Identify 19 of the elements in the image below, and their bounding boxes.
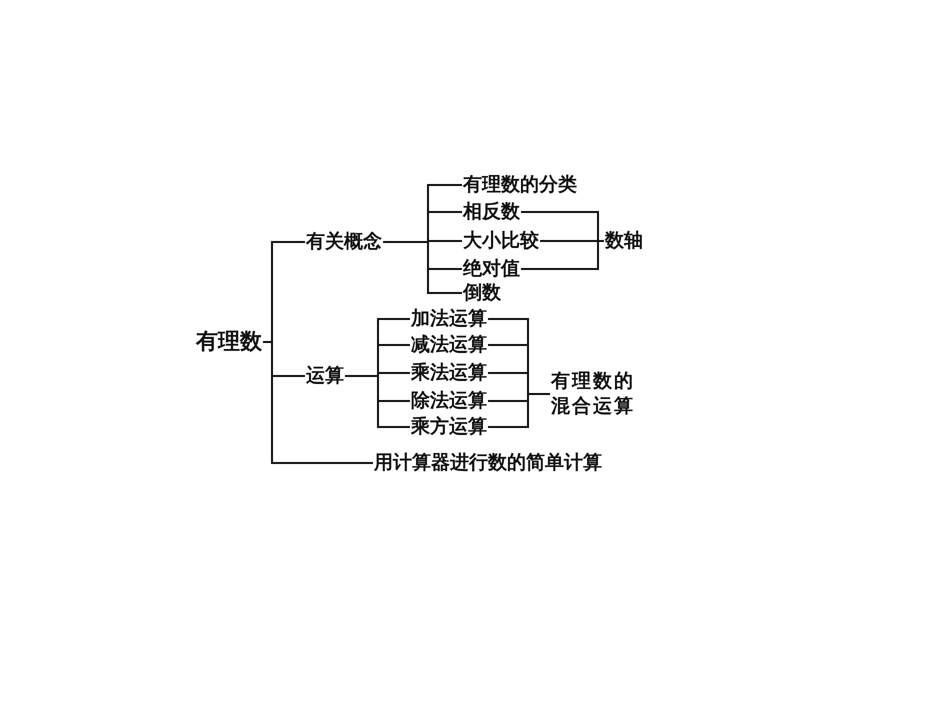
concept-label: 减法运算 [410,332,488,358]
concept-label: 有理数的分类 [462,172,578,198]
concept-label: 加法运算 [410,306,488,332]
bracket-line [521,240,604,270]
bracket-line [383,241,462,294]
concept-label: 有关概念 [305,230,383,254]
concept-label: 用计算器进行数的简单计算 [373,450,603,476]
concept-label: 相反数 [462,200,521,224]
concept-label: 运算 [305,364,345,388]
concept-label: 除法运算 [410,388,488,414]
concept-label: 有理数 [195,330,263,354]
concept-label: 乘法运算 [410,360,488,386]
concept-label: 倒数 [462,280,502,306]
bracket-line [345,375,410,428]
concept-label: 大小比较 [462,228,540,254]
concept-label: 乘方运算 [410,414,488,440]
concept-label: 有理数的混合运算 [550,369,636,419]
concept-label: 绝对值 [462,256,521,282]
concept-label: 数轴 [604,228,644,254]
